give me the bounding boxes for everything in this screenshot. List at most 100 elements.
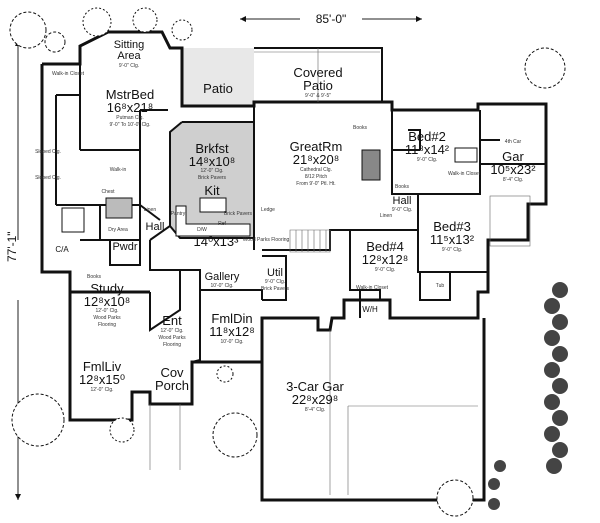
room-ent-name: Ent	[162, 313, 182, 328]
wh-label: W/H	[362, 305, 378, 314]
room-ent-note2: Wood Parks	[158, 335, 186, 341]
room-bed2-size: 11⁸x14²	[404, 142, 450, 157]
room-study-size: 12⁸x10⁸	[83, 294, 131, 309]
room-mstrbed-note1: Putman Clg.	[116, 115, 144, 121]
room-patio-name: Patio	[203, 81, 233, 96]
walkin-closet-bed2-label: Walk-in Closet	[447, 171, 481, 177]
room-garage3-size: 22⁸x29⁸	[291, 392, 339, 407]
room-greatrm-note3: From 9'-0" Ptl. Ht.	[296, 181, 336, 187]
linen-1-label: Linen	[143, 207, 157, 213]
room-bed3-size: 11⁵x13²	[429, 232, 475, 247]
room-hall2-name: Hall	[145, 221, 165, 233]
room-kit-name: Kit	[204, 183, 220, 198]
room-brkfst-size: 14⁸x10⁸	[188, 154, 236, 169]
room-gar-note2: 8'-4" Clg.	[502, 177, 524, 183]
room-util-name: Util	[267, 267, 283, 279]
room-gallery-note: 10'-0" Clg.	[210, 283, 234, 289]
room-gar-name: Gar	[502, 149, 524, 164]
room-garage3-note: 8'-4" Clg.	[304, 407, 326, 413]
room-bed4-name: Bed#4	[366, 239, 404, 254]
width-dimension-line	[240, 16, 422, 22]
dw-label: D/W	[197, 227, 207, 233]
room-fmldin-note: 10'-0" Clg.	[220, 339, 244, 345]
linen-2-label: Linen	[379, 213, 393, 219]
chest-label: Chest	[101, 189, 115, 195]
room-kit-size: 14⁰x13³	[193, 234, 239, 249]
room-greatrm-name: GreatRm	[289, 139, 343, 154]
fireplace	[361, 149, 381, 181]
books-2-label: Books	[395, 184, 409, 190]
interior-walls	[55, 64, 546, 363]
room-bed4-note: 9'-0" Clg.	[374, 267, 396, 273]
room-mstrbed-size: 16⁸x21⁸	[106, 100, 154, 115]
room-hall1-name: Hall	[392, 195, 412, 207]
room-mstrbed-name: MstrBed	[105, 87, 155, 102]
garage3-door-lines	[329, 330, 478, 495]
room-ent-note3: Flooring	[162, 342, 182, 348]
room-gallery-name: Gallery	[204, 271, 240, 283]
shower	[105, 197, 133, 219]
depth-dimension-line	[15, 40, 21, 500]
sloped-clg-1-label: Sloped Clg.	[35, 149, 61, 155]
kitchen-island	[199, 197, 227, 213]
sitting-area-note: 9'-0" Clg.	[118, 63, 140, 69]
room-bed3-name: Bed#3	[433, 219, 471, 234]
hedge-row	[488, 282, 568, 510]
room-greatrm-note2: 8/12 Pitch	[304, 174, 328, 180]
kitchen-counter	[175, 205, 251, 237]
exterior-walls	[40, 30, 548, 502]
landscape-shrubs	[9, 7, 566, 517]
room-bed3-note: 9'-0" Clg.	[441, 247, 463, 253]
room-greatrm-note1: Cathedral Clg.	[300, 167, 332, 173]
room-gar-note1: 4th Car	[504, 139, 522, 145]
room-fmlliv-name: FmlLiv	[82, 359, 122, 374]
room-ent-note1: 12'-0" Clg.	[160, 328, 184, 334]
room-kit-note: Brick Pavers	[223, 211, 253, 217]
dry-area-label: Dry Area	[108, 227, 128, 233]
room-greatrm-size: 21⁸x20⁸	[292, 152, 340, 167]
room-brkfst-note1: 12'-0" Clg.	[200, 168, 224, 174]
room-mstrbed-note2: 9'-0" To 10'-0" Clg.	[109, 122, 151, 128]
room-pwdr-name: Pwdr	[112, 241, 138, 253]
room-garage3-name: 3-Car Gar	[286, 379, 344, 394]
room-hall1-note: 9'-0" Clg.	[391, 207, 413, 213]
room-brkfst-note2: Brick Pavers	[197, 175, 227, 181]
room-brkfst-name: Brkfst	[195, 141, 229, 156]
room-fmlliv-note: 12'-0" Clg.	[90, 387, 114, 393]
room-util-note2: Brick Pavers	[260, 286, 290, 292]
garage4-bay	[489, 195, 531, 247]
room-study-note3: Flooring	[97, 322, 117, 328]
books-3-label: Books	[87, 274, 101, 280]
ca-label: C/A	[55, 245, 69, 254]
depth-dimension-label: 77'-1"	[5, 231, 19, 262]
room-bed2-name: Bed#2	[408, 129, 446, 144]
wood-parks-label: Wood Parks Flooring	[242, 237, 290, 243]
room-bed4-size: 12⁸x12⁸	[361, 252, 409, 267]
room-fmlliv-size: 12⁸x15⁰	[78, 372, 126, 387]
room-study-note2: Wood Parks	[93, 315, 121, 321]
kitchen-shading	[170, 122, 254, 238]
pantry-label: Pantry	[170, 211, 186, 217]
books-1-label: Books	[353, 125, 367, 131]
room-fmldin-name: FmlDin	[211, 311, 253, 326]
walkin-closet-master-label: Walk-in Closet	[51, 71, 85, 77]
master-tub	[61, 207, 85, 233]
ledge-label: Ledge	[261, 207, 275, 213]
room-util-note1: 9'-0" Clg.	[264, 279, 286, 285]
room-study-note1: 12'-0" Clg.	[95, 308, 119, 314]
ref-label: Ref	[218, 221, 226, 227]
tub-label: Tub	[435, 283, 445, 289]
walkin-closet-bed4-label: Walk-in Closet	[355, 285, 389, 291]
stair	[289, 229, 331, 253]
room-covpatio-note: 9'-0" & 9'-5"	[304, 93, 332, 99]
width-dimension-label: 85'-0"	[315, 12, 347, 26]
room-gar-size: 10⁵x23²	[490, 162, 536, 177]
patio-shading	[182, 48, 254, 106]
walkin-closet-2-label: Walk-in	[109, 167, 127, 173]
room-study-name: Study	[90, 281, 124, 296]
porch-walk	[149, 404, 181, 470]
